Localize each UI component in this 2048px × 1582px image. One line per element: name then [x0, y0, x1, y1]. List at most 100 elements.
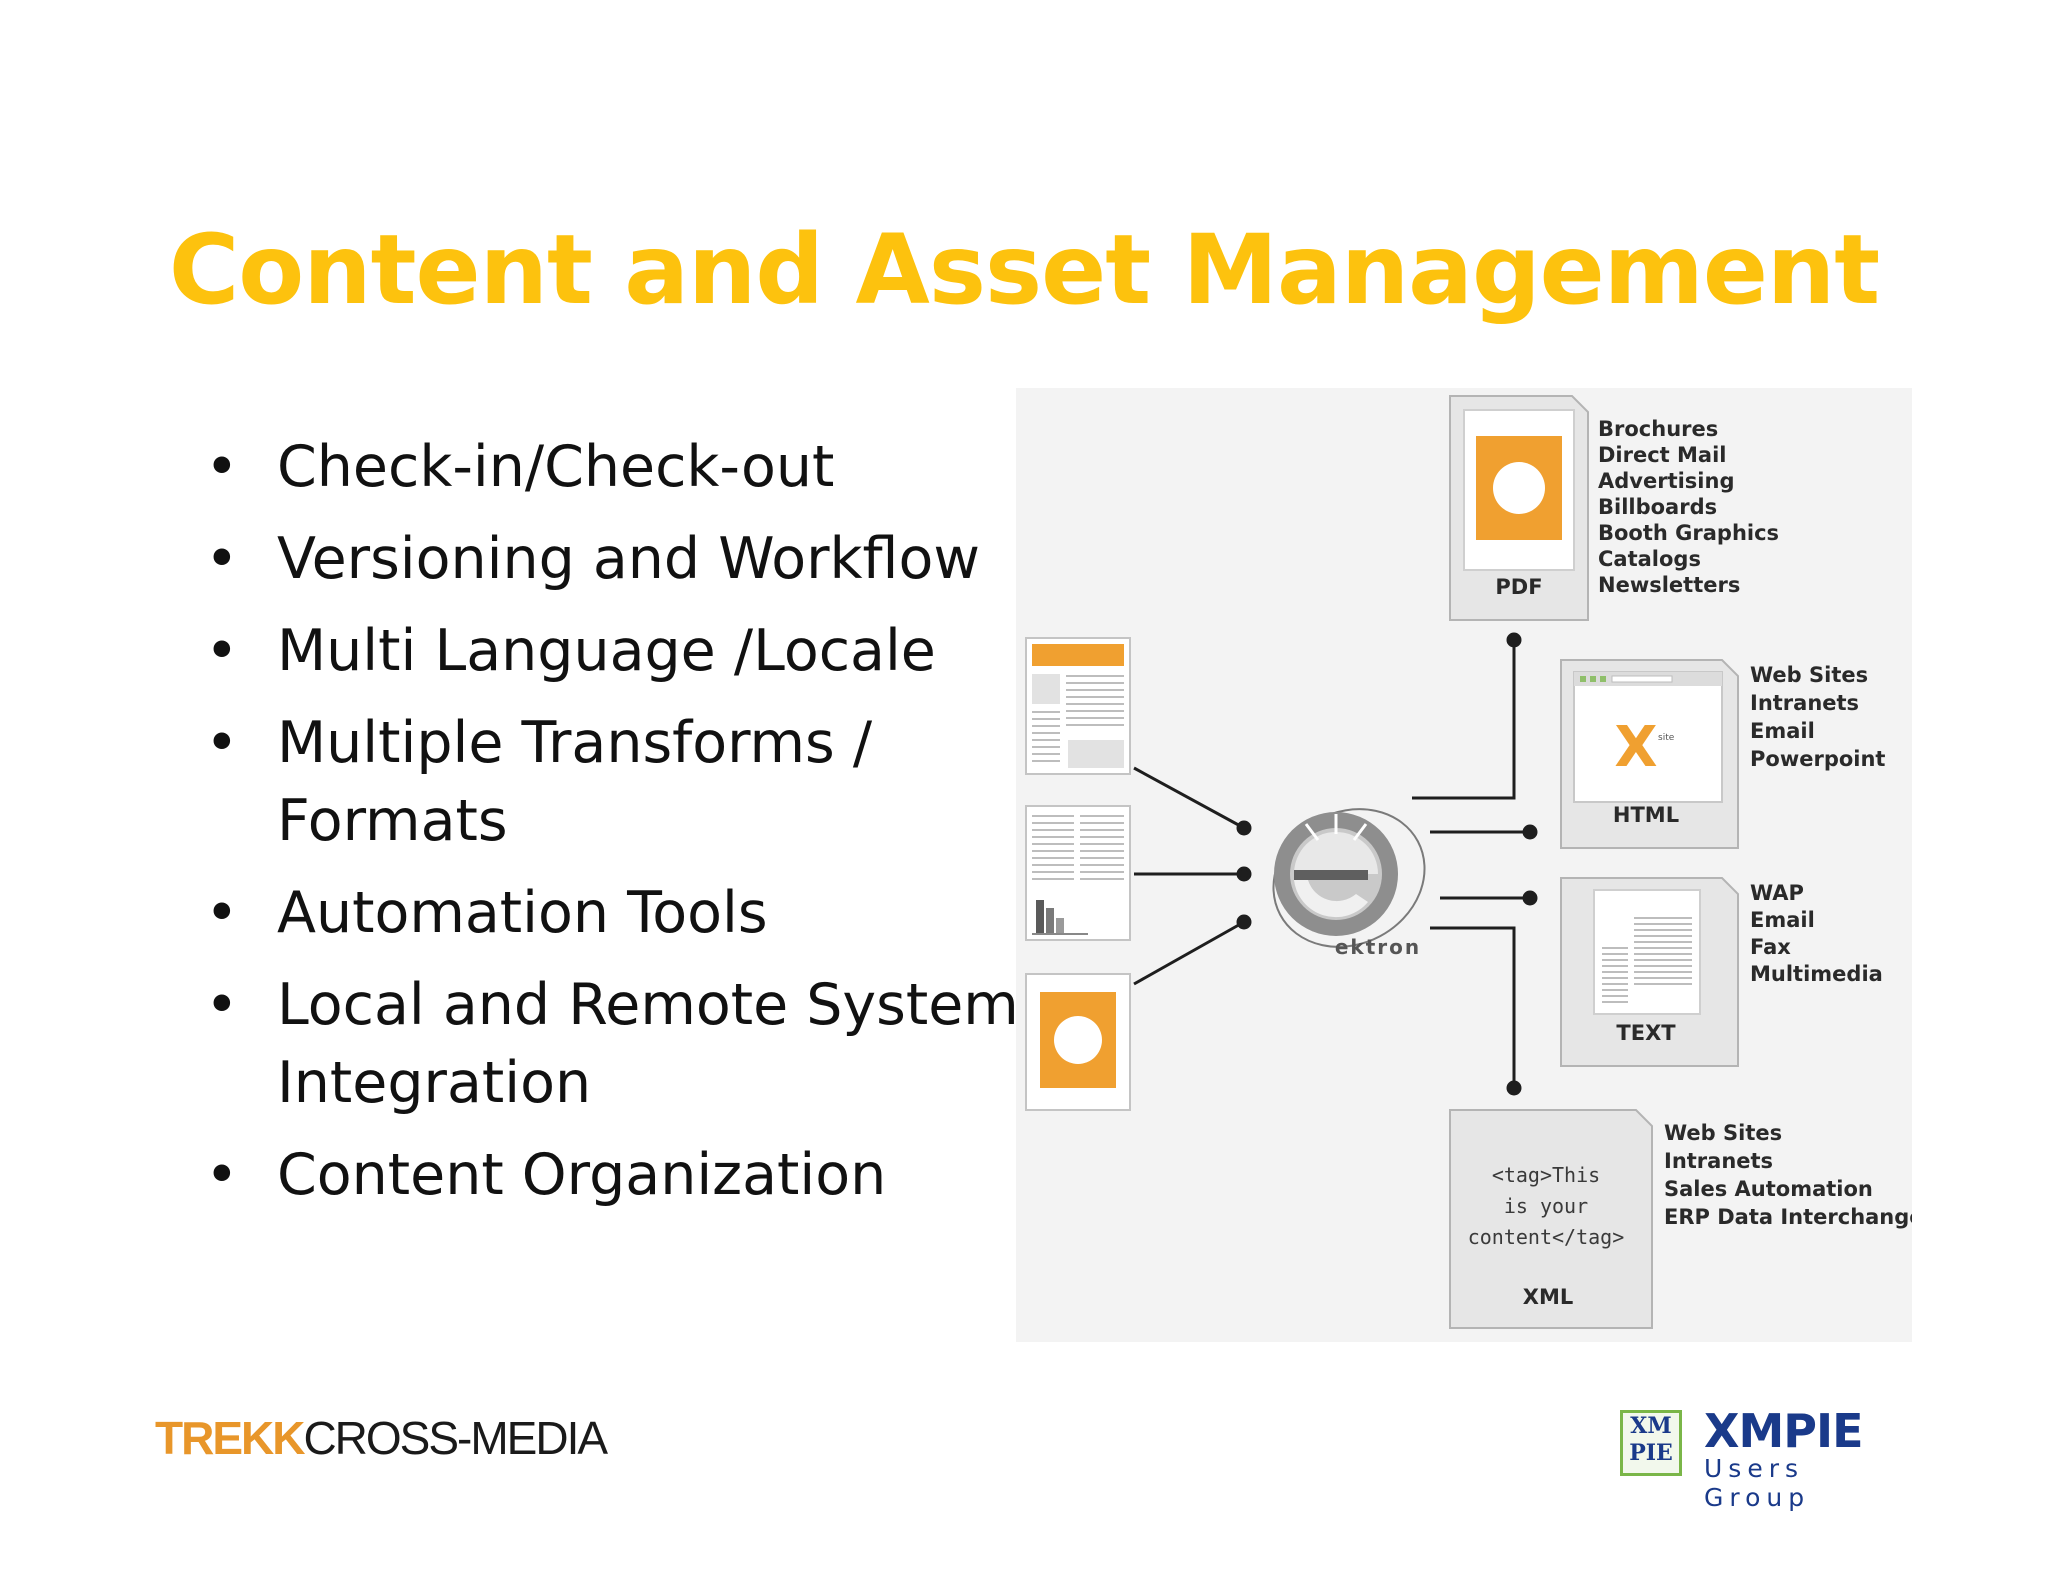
connector-dot	[1236, 866, 1252, 882]
xmpie-box-line1: XM	[1630, 1413, 1672, 1439]
ektron-hub-logo: ektron	[1272, 808, 1426, 959]
xml-content-line: is your	[1504, 1194, 1588, 1218]
bullet-marker: •	[205, 526, 239, 592]
xmpie-box-line2: PIE	[1629, 1440, 1673, 1466]
connector-dot	[1522, 890, 1538, 906]
bullet-item: • Versioning and Workflow	[205, 520, 1025, 598]
bullet-list: • Check-in/Check-out • Versioning and Workf…	[205, 428, 1025, 1228]
xml-document-icon	[1449, 1109, 1653, 1329]
chart-bar	[1036, 900, 1044, 934]
bullet-line: Multi Language /Locale	[277, 618, 936, 684]
hub-e-top	[1294, 832, 1378, 874]
connector-pdf	[1412, 640, 1516, 800]
use-label: Catalogs	[1598, 547, 1701, 571]
use-label: Advertising	[1598, 469, 1735, 493]
bullet-marker: •	[205, 618, 239, 684]
xmpie-box-icon: XM PIE	[1620, 1410, 1682, 1476]
use-label: Sales Automation	[1664, 1177, 1873, 1201]
chart-bar	[1046, 908, 1054, 934]
connector-line	[1133, 766, 1245, 830]
bullet-line: Integration	[277, 1050, 592, 1116]
chart-bar	[1056, 918, 1064, 934]
connector-dot	[1506, 1080, 1522, 1096]
input-image-document	[1025, 973, 1131, 1111]
xml-content-line: <tag>This	[1492, 1163, 1600, 1187]
chart-doc-text-lines	[1032, 815, 1124, 880]
trekk-cross-media-logo: TREKKCROSS-MEDIA	[155, 1410, 608, 1466]
browser-viewport	[1573, 671, 1723, 803]
trekk-logo-part1: TREKK	[155, 1412, 305, 1464]
layout-header-bar	[1032, 644, 1124, 666]
bullet-item: • Multiple Transforms / Formats	[205, 704, 1025, 860]
use-label: Web Sites	[1750, 663, 1868, 687]
hub-e-bottom	[1294, 880, 1368, 918]
bullet-item: •Content Organization	[205, 1136, 1025, 1214]
xml-format-label: XML	[1523, 1285, 1573, 1309]
use-label: Billboards	[1598, 495, 1717, 519]
xml-content-line: content</tag>	[1468, 1225, 1625, 1249]
bullet-line: Versioning and Workflow	[277, 526, 980, 592]
use-label: Email	[1750, 908, 1815, 932]
use-label: Newsletters	[1598, 573, 1740, 597]
use-label: Direct Mail	[1598, 443, 1727, 467]
use-label: WAP	[1750, 881, 1804, 905]
xml-output-group: <tag>This is your content</tag> XML Web Si…	[1449, 1109, 1912, 1329]
bullet-item: • Automation Tools	[205, 874, 1025, 952]
bullet-line: Multiple Transforms /	[277, 710, 873, 776]
bullet-line: Formats	[277, 788, 508, 854]
layout-text-lines	[1032, 675, 1124, 762]
bullet-marker: •	[205, 434, 239, 500]
xsite-mark: X	[1614, 715, 1657, 780]
connector-dot	[1522, 824, 1538, 840]
connector-xml	[1430, 926, 1516, 1088]
text-page	[1593, 889, 1701, 1015]
hub-tick	[1352, 823, 1368, 841]
input-layout-document	[1025, 637, 1131, 775]
text-format-label: TEXT	[1616, 1021, 1676, 1045]
bullet-line: Content Organization	[277, 1142, 887, 1208]
use-label: Intranets	[1750, 691, 1859, 715]
xml-content-lines: <tag>This is your content</tag>	[1468, 1163, 1625, 1249]
image-circle	[1054, 1016, 1102, 1064]
bullet-line: Check-in/Check-out	[277, 434, 835, 500]
slide-title: Content and Asset Management	[168, 214, 1880, 326]
use-label: ERP Data Interchange	[1664, 1205, 1912, 1229]
text-page-lines	[1602, 917, 1692, 1003]
bullet-line: Automation Tools	[277, 880, 768, 946]
input-chart-document	[1025, 805, 1131, 941]
toolbar-button	[1600, 676, 1606, 682]
use-label: Fax	[1750, 935, 1791, 959]
bullet-item: • Check-in/Check-out	[205, 428, 1025, 506]
xsite-sup: site	[1658, 733, 1675, 743]
use-label: Intranets	[1664, 1149, 1773, 1173]
bullet-marker: •	[205, 880, 239, 946]
layout-image	[1068, 740, 1124, 768]
hub-logo-text: ektron	[1335, 935, 1421, 959]
xmpie-name: XMPIE	[1704, 1404, 1863, 1458]
bullet-marker: •	[205, 710, 239, 776]
toolbar-button	[1590, 676, 1596, 682]
html-output-group: X site HTML Web SitesIntranetsEmailPower…	[1560, 659, 1885, 849]
output-connectors	[1412, 632, 1538, 1096]
xmpie-users-group-logo: XM PIE XMPIE Users Group	[1620, 1404, 1910, 1512]
pdf-format-label: PDF	[1495, 575, 1542, 599]
use-label: Web Sites	[1664, 1121, 1782, 1145]
connector-dot	[1236, 820, 1252, 836]
toolbar-button	[1580, 676, 1586, 682]
html-format-label: HTML	[1613, 803, 1679, 827]
address-bar	[1611, 675, 1673, 683]
trekk-logo-part2: CROSS-MEDIA	[303, 1412, 608, 1464]
bullet-marker: •	[205, 972, 239, 1038]
use-label: Powerpoint	[1750, 747, 1885, 771]
input-connectors	[1133, 766, 1252, 986]
use-label: Brochures	[1598, 417, 1718, 441]
